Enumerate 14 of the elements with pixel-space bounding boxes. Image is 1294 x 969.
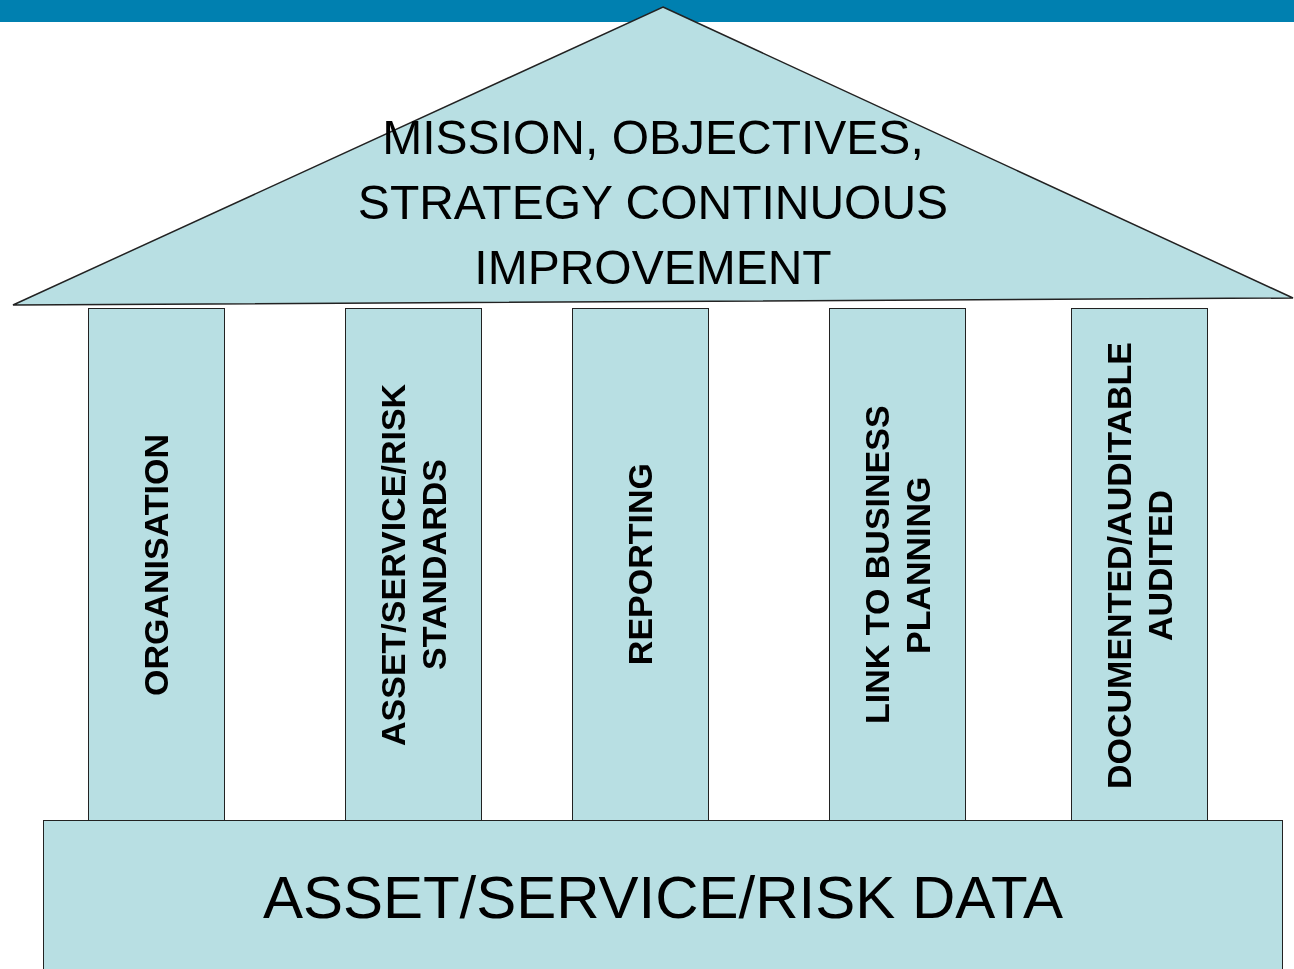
pillar-column: [1071, 308, 1208, 821]
pillar-label: ASSET/SERVICE/RISK STANDARDS: [372, 382, 454, 748]
pillar-column: [345, 308, 482, 821]
base-block: [43, 820, 1283, 969]
pillar-column: [829, 308, 966, 821]
roof-heading: MISSION, OBJECTIVES, STRATEGY CONTINUOUS IMPROVEMENT: [357, 111, 949, 294]
pillar-label: ORGANISATION: [136, 433, 177, 696]
roof-triangle: [12, 6, 1294, 306]
pillar-column: [88, 308, 225, 821]
pillar-label: REPORTING: [620, 463, 661, 666]
pillar-label: DOCUMENTED/AUDITABLE AUDITED: [1098, 340, 1180, 790]
pillar-label: LINK TO BUSINESS PLANNING: [856, 404, 938, 726]
pillar-column: [572, 308, 709, 821]
base-label: ASSET/SERVICE/RISK DATA: [262, 864, 1064, 931]
